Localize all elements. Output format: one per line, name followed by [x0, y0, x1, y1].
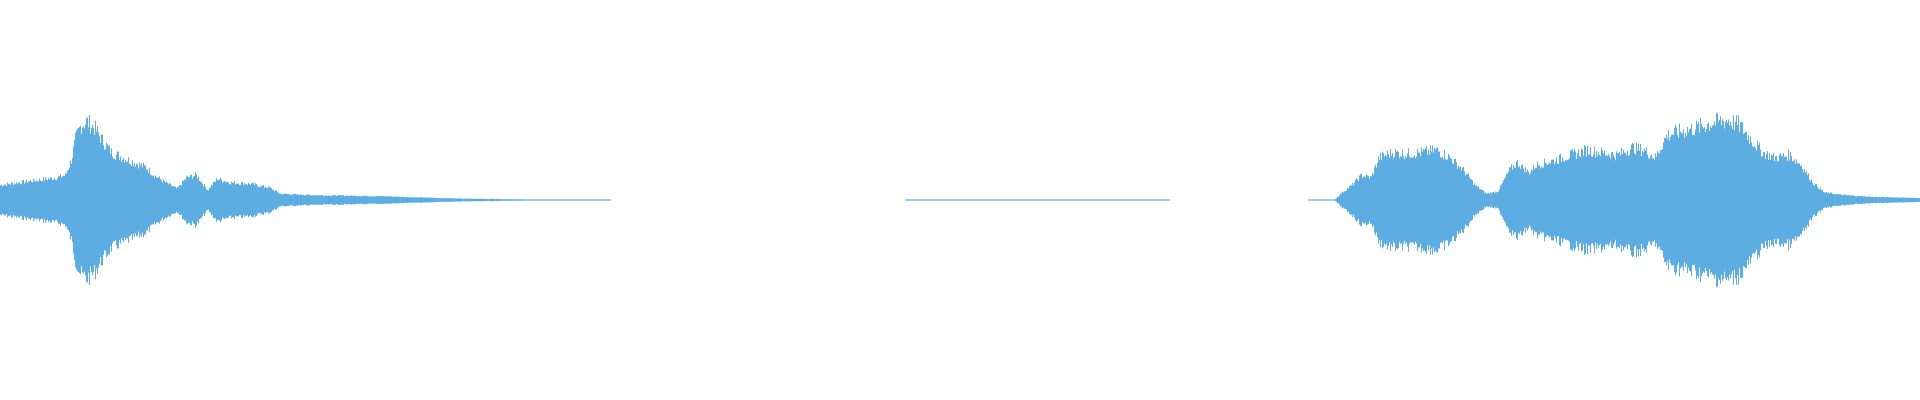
waveform-bars: [0, 112, 1920, 288]
